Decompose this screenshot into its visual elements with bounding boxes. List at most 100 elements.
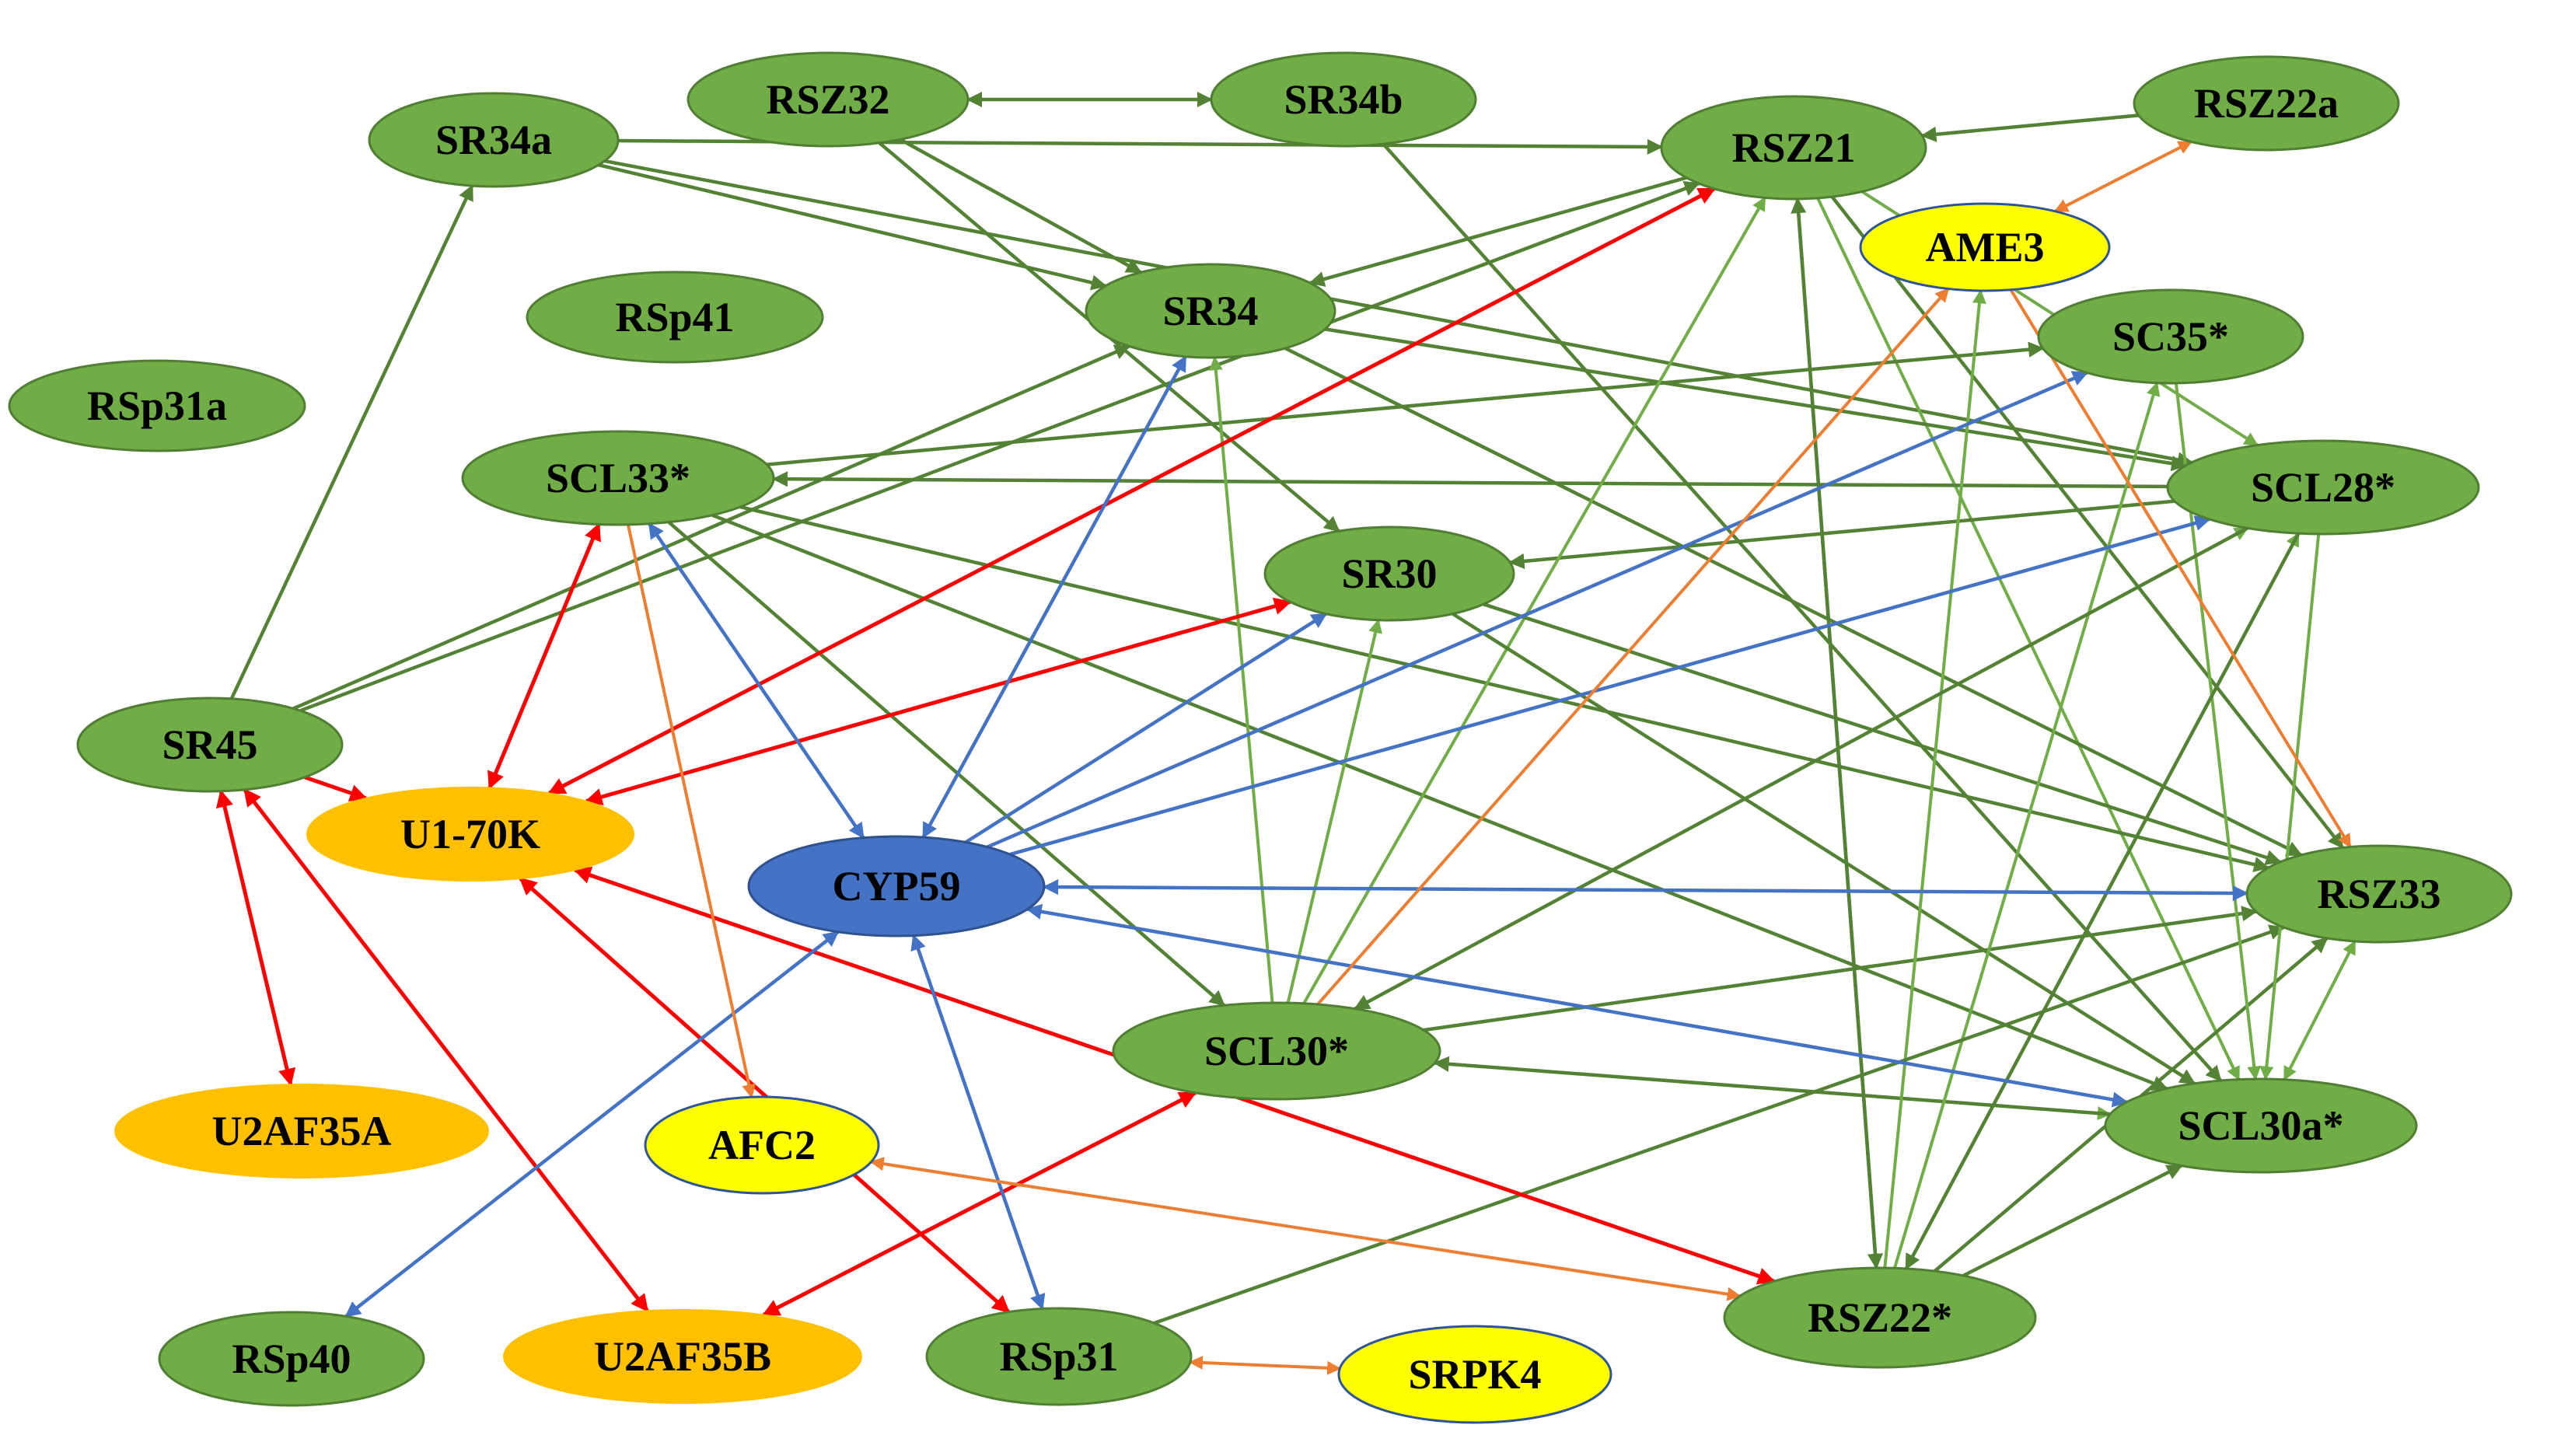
- node-ellipse: [1337, 1325, 1612, 1424]
- node-rsp31: RSp31: [925, 1307, 1193, 1406]
- edge-cyp59-rsp31: [910, 934, 1046, 1311]
- edge-afc2-rsz22: [869, 1157, 1742, 1301]
- node-scl28: SCL28*: [2166, 439, 2480, 536]
- node-sr34a: SR34a: [368, 92, 620, 188]
- node-label: CYP59: [833, 863, 961, 910]
- node-ellipse: [76, 697, 344, 793]
- node-sr34b: SR34b: [1210, 51, 1477, 148]
- edge-rsz22-sc35: [1892, 381, 2161, 1269]
- node-sr34: SR34: [1085, 263, 1336, 359]
- node-label: U1-70K: [400, 811, 540, 857]
- edge-rsz22a-rsz21: [1920, 113, 2139, 142]
- node-ellipse: [8, 359, 306, 452]
- node-sc35: SC35*: [2037, 288, 2304, 385]
- node-label: RSp31: [999, 1333, 1118, 1380]
- node-label: SR34: [1162, 288, 1258, 334]
- node-srpk4: SRPK4: [1337, 1325, 1612, 1424]
- node-label: AFC2: [708, 1122, 816, 1168]
- node-label: RSp31a: [87, 382, 227, 429]
- node-label: RSZ22*: [1808, 1294, 1952, 1341]
- edge-cyp59-scl30a: [1025, 903, 2129, 1108]
- edge-cyp59-sr30: [964, 612, 1328, 844]
- node-ellipse: [1859, 202, 2111, 292]
- node-cyp59: CYP59: [747, 835, 1046, 937]
- node-sr30: SR30: [1263, 525, 1515, 622]
- node-ellipse: [1210, 51, 1477, 148]
- edge-cyp59-rsp40: [344, 931, 840, 1318]
- node-ellipse: [1112, 1001, 1441, 1101]
- edge-cyp59-sc35: [987, 371, 2089, 849]
- node-ellipse: [687, 51, 970, 148]
- node-ellipse: [158, 1311, 425, 1407]
- node-label: RSZ22a: [2194, 80, 2339, 127]
- node-ellipse: [1085, 263, 1336, 359]
- node-ellipse: [526, 271, 824, 364]
- edge-rsp31-srpk4: [1189, 1355, 1342, 1375]
- edge-scl30-rsz33: [1423, 906, 2258, 1032]
- node-label: U2AF35B: [594, 1333, 771, 1380]
- node-afc2: AFC2: [644, 1095, 880, 1195]
- node-label: RSp41: [615, 294, 734, 340]
- node-ellipse: [1723, 1266, 2037, 1369]
- node-label: RSZ33: [2317, 871, 2440, 917]
- node-rsz32: RSZ32: [687, 51, 970, 148]
- edge-scl28-scl33: [771, 471, 2168, 489]
- edge-rsz22-scl30a: [1962, 1164, 2183, 1278]
- node-ellipse: [2104, 1077, 2418, 1174]
- node-ellipse: [461, 430, 775, 526]
- node-label: SCL30*: [1204, 1028, 1349, 1074]
- edge-rsz22a-ame3: [2053, 140, 2193, 213]
- edge-sr34-cyp59: [921, 355, 1187, 839]
- edge-rsz21-rsz33: [1830, 195, 2344, 849]
- edge-u170k-rsp31: [519, 877, 1011, 1314]
- node-scl33: SCL33*: [461, 430, 775, 526]
- node-label: U2AF35A: [212, 1108, 392, 1154]
- node-label: RSZ32: [766, 76, 889, 123]
- edge-sr45-u170k: [304, 775, 368, 801]
- node-scl30a: SCL30a*: [2104, 1077, 2418, 1174]
- node-u170k: U1-70K: [306, 787, 634, 882]
- edge-sr45-sr34: [292, 344, 1131, 711]
- node-u2af35a: U2AF35A: [114, 1084, 489, 1178]
- edge-sr30-scl30a: [1452, 612, 2196, 1085]
- node-rsp40: RSp40: [158, 1311, 425, 1407]
- node-ellipse: [368, 92, 620, 188]
- node-label: RSp40: [232, 1336, 351, 1382]
- node-ellipse: [2166, 439, 2480, 536]
- edge-scl33-u170k: [487, 522, 601, 790]
- edge-rsz32-sr34: [899, 138, 1142, 274]
- node-rsz33: RSZ33: [2245, 844, 2513, 944]
- node-label: SR34a: [435, 117, 552, 163]
- edge-cyp59-rsz33: [1042, 878, 2249, 902]
- edge-sr45-sr34a: [229, 184, 474, 700]
- node-ellipse: [503, 1309, 862, 1404]
- edge-scl30-ame3: [1316, 288, 1950, 1006]
- edge-scl28-scl30a: [2259, 533, 2321, 1081]
- edge-scl30a-rsz33: [2283, 940, 2357, 1081]
- edge-rsz21-scl30a: [1816, 197, 2241, 1081]
- edge-ame3-rsz33: [2009, 288, 2352, 849]
- edge-scl33-cyp59: [648, 522, 865, 840]
- node-scl30: SCL30*: [1112, 1001, 1441, 1101]
- node-label: RSZ21: [1731, 124, 1855, 171]
- node-ellipse: [2133, 55, 2400, 152]
- node-ellipse: [2037, 288, 2304, 385]
- node-label: SCL30a*: [2178, 1102, 2343, 1149]
- node-sr45: SR45: [76, 697, 344, 793]
- edge-cyp59-scl28: [1009, 515, 2211, 857]
- node-ame3: AME3: [1859, 202, 2111, 292]
- node-rsp41: RSp41: [526, 271, 824, 364]
- node-rsz22a: RSZ22a: [2133, 55, 2400, 152]
- node-rsz22: RSZ22*: [1723, 1266, 2037, 1369]
- node-label: SRPK4: [1408, 1351, 1541, 1398]
- edge-sr30-rsz33: [1483, 602, 2282, 865]
- node-ellipse: [1660, 95, 1927, 201]
- node-label: SR45: [162, 721, 257, 768]
- node-label: SR30: [1341, 550, 1437, 597]
- node-ellipse: [114, 1084, 489, 1178]
- node-u2af35b: U2AF35B: [503, 1309, 862, 1404]
- edge-scl30-sr30: [1286, 619, 1382, 1004]
